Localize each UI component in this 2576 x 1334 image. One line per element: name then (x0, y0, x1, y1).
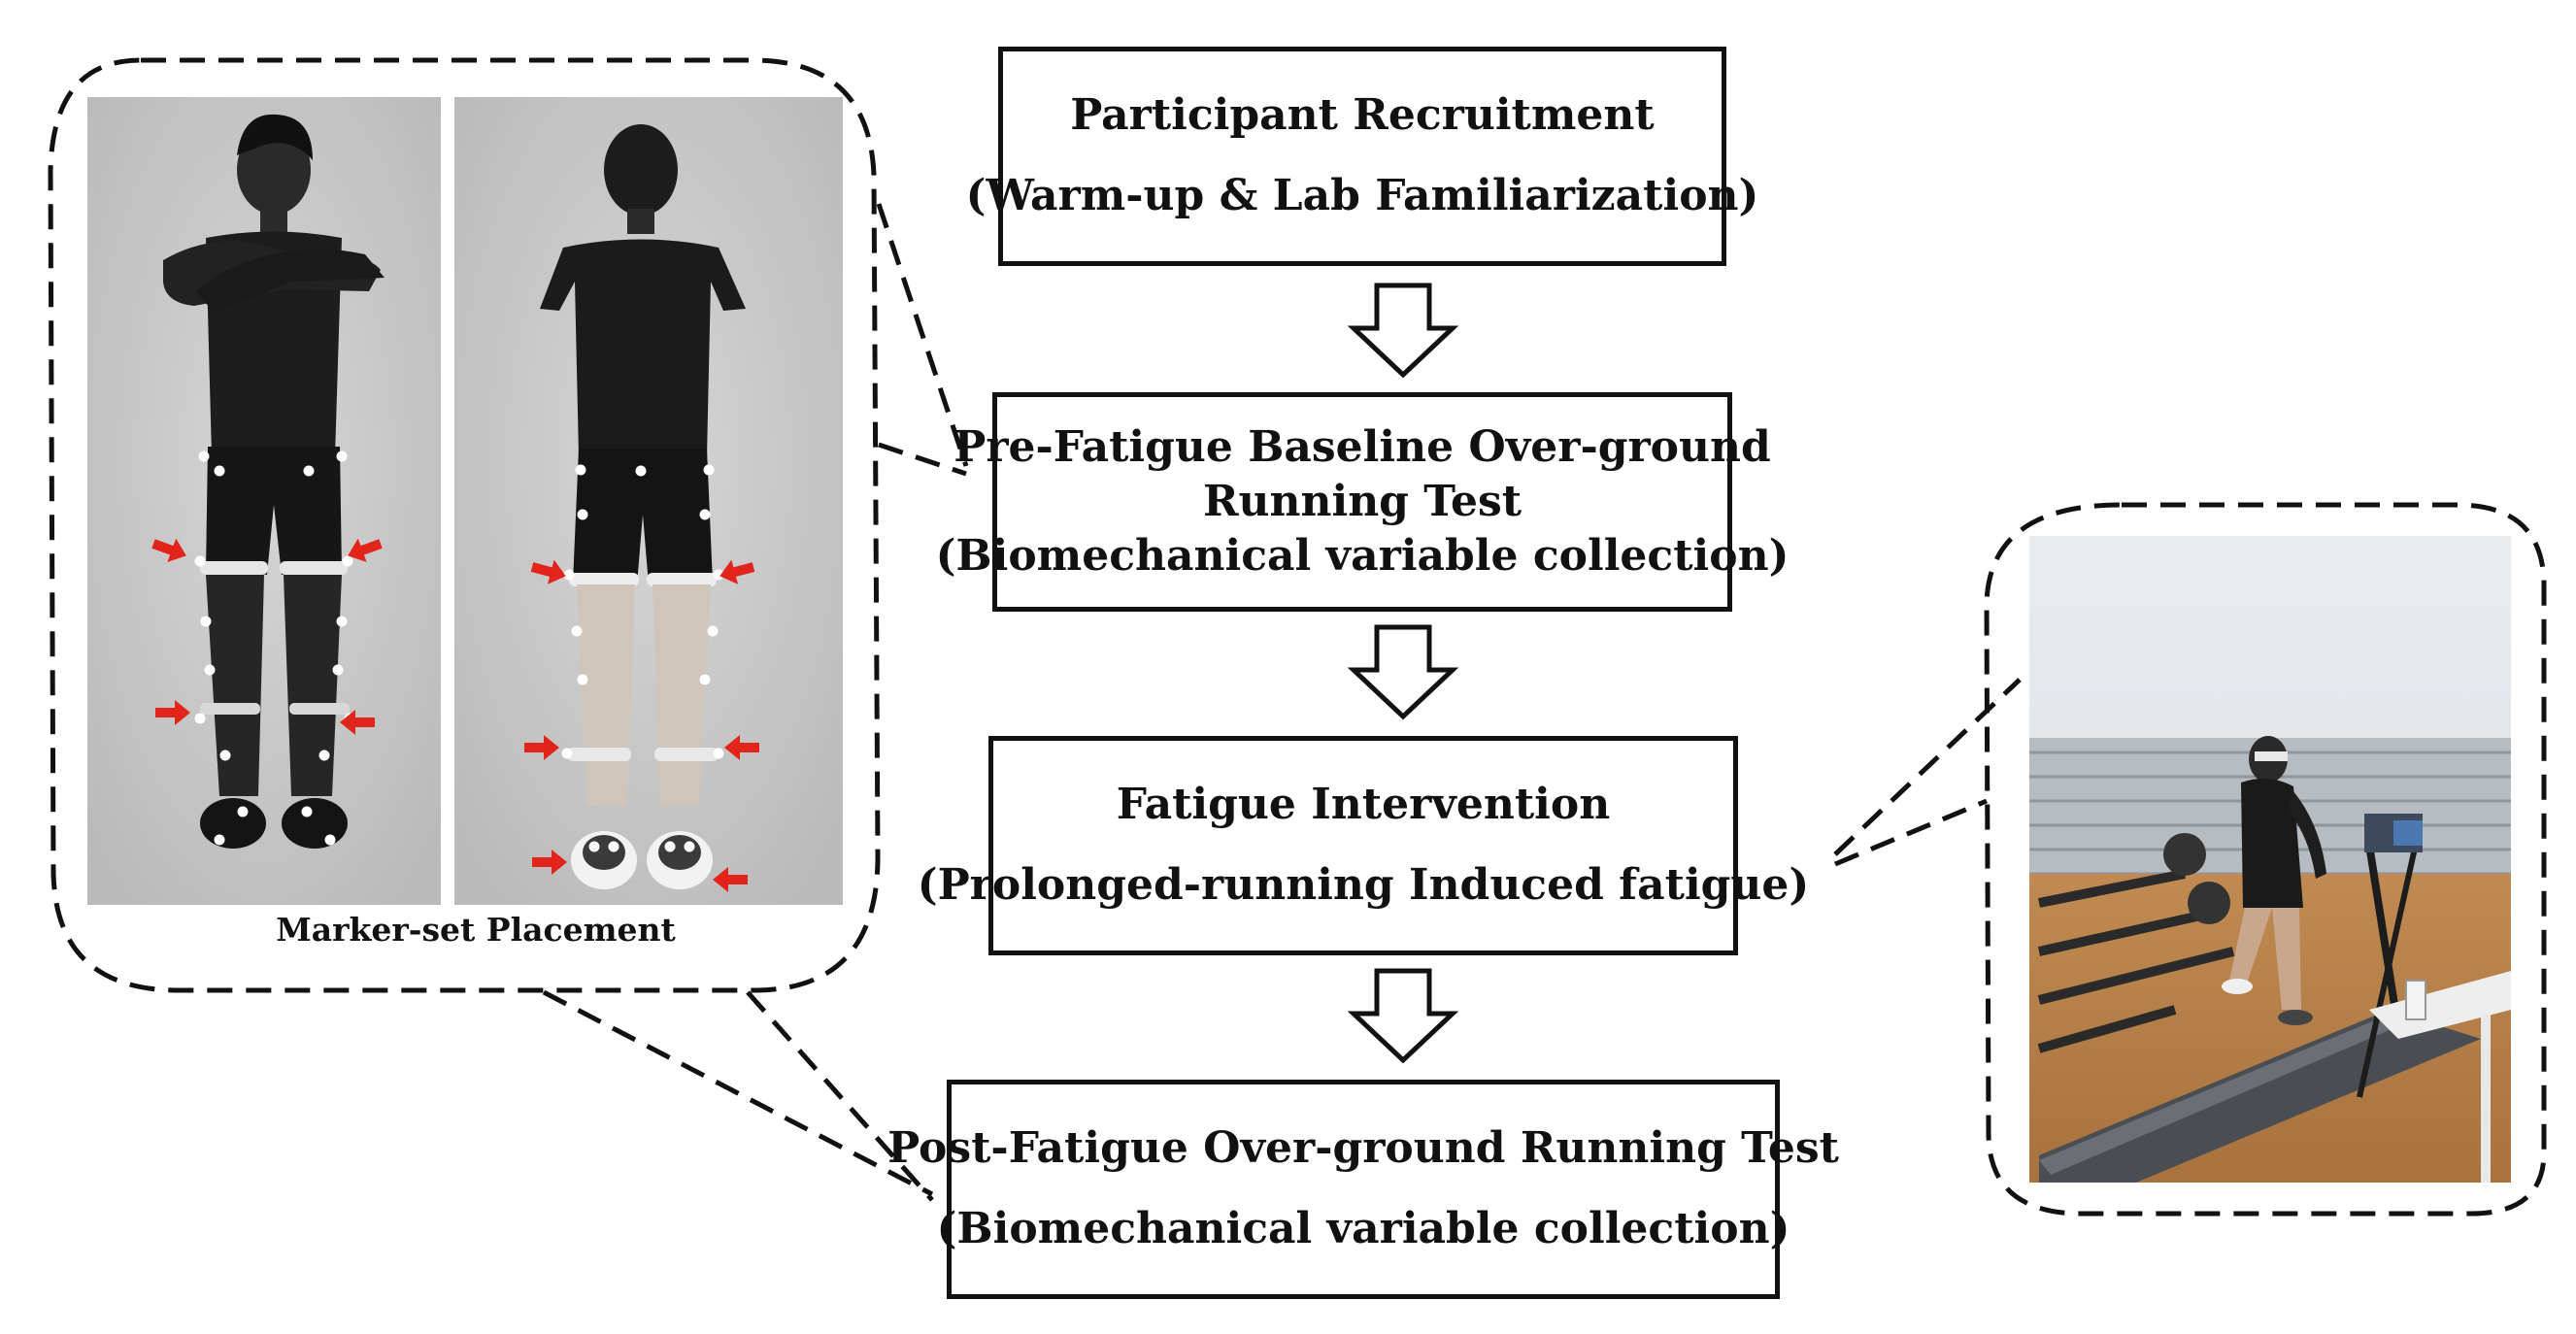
step-3-subtitle: (Prolonged-running Induced fatigue) (917, 860, 1810, 910)
front-view-photo (87, 97, 441, 905)
callout-leader-4 (746, 990, 934, 1202)
step-fatigue-intervention: Fatigue Intervention (Prolonged-running … (918, 736, 1809, 955)
marker-callout-outline (48, 57, 881, 993)
step-participant-recruitment: Participant Recruitment (Warm-up & Lab F… (966, 47, 1758, 266)
marker-callout (48, 57, 969, 1202)
flow-arrow-1 (1347, 283, 1459, 379)
treadmill-callout-outline (1984, 502, 2547, 1217)
callout-leader-1 (876, 203, 969, 467)
treadmill-callout (1833, 502, 2547, 1217)
step-2-title-line-1: Pre-Fatigue Baseline Over-ground (953, 421, 1771, 472)
step-4-subtitle: (Biomechanical variable collection) (936, 1204, 1790, 1253)
treadmill-running-photo (2029, 536, 2511, 1183)
flow-arrow-2 (1347, 624, 1459, 720)
step-1-subtitle: (Warm-up & Lab Familiarization) (965, 171, 1759, 220)
step-1-title: Participant Recruitment (1070, 90, 1655, 141)
treadmill-leader-1 (1833, 678, 2022, 856)
step-post-fatigue-test: Post-Fatigue Over-ground Running Test (B… (887, 1080, 1839, 1299)
step-2-subtitle: (Biomechanical variable collection) (935, 531, 1790, 582)
callout-leader-3 (542, 989, 934, 1197)
callout-leader-2 (878, 442, 967, 477)
flow-arrow-3 (1347, 968, 1459, 1064)
step-2-title-line-2: Running Test (1202, 476, 1522, 526)
marker-set-caption: Marker-set Placement (276, 911, 676, 949)
back-view-photo (454, 97, 843, 905)
treadmill-leader-2 (1834, 798, 1988, 867)
step-3-title: Fatigue Intervention (1116, 780, 1611, 830)
step-4-title: Post-Fatigue Over-ground Running Test (887, 1123, 1839, 1174)
step-pre-fatigue-test: Pre-Fatigue Baseline Over-ground Running… (936, 392, 1789, 612)
